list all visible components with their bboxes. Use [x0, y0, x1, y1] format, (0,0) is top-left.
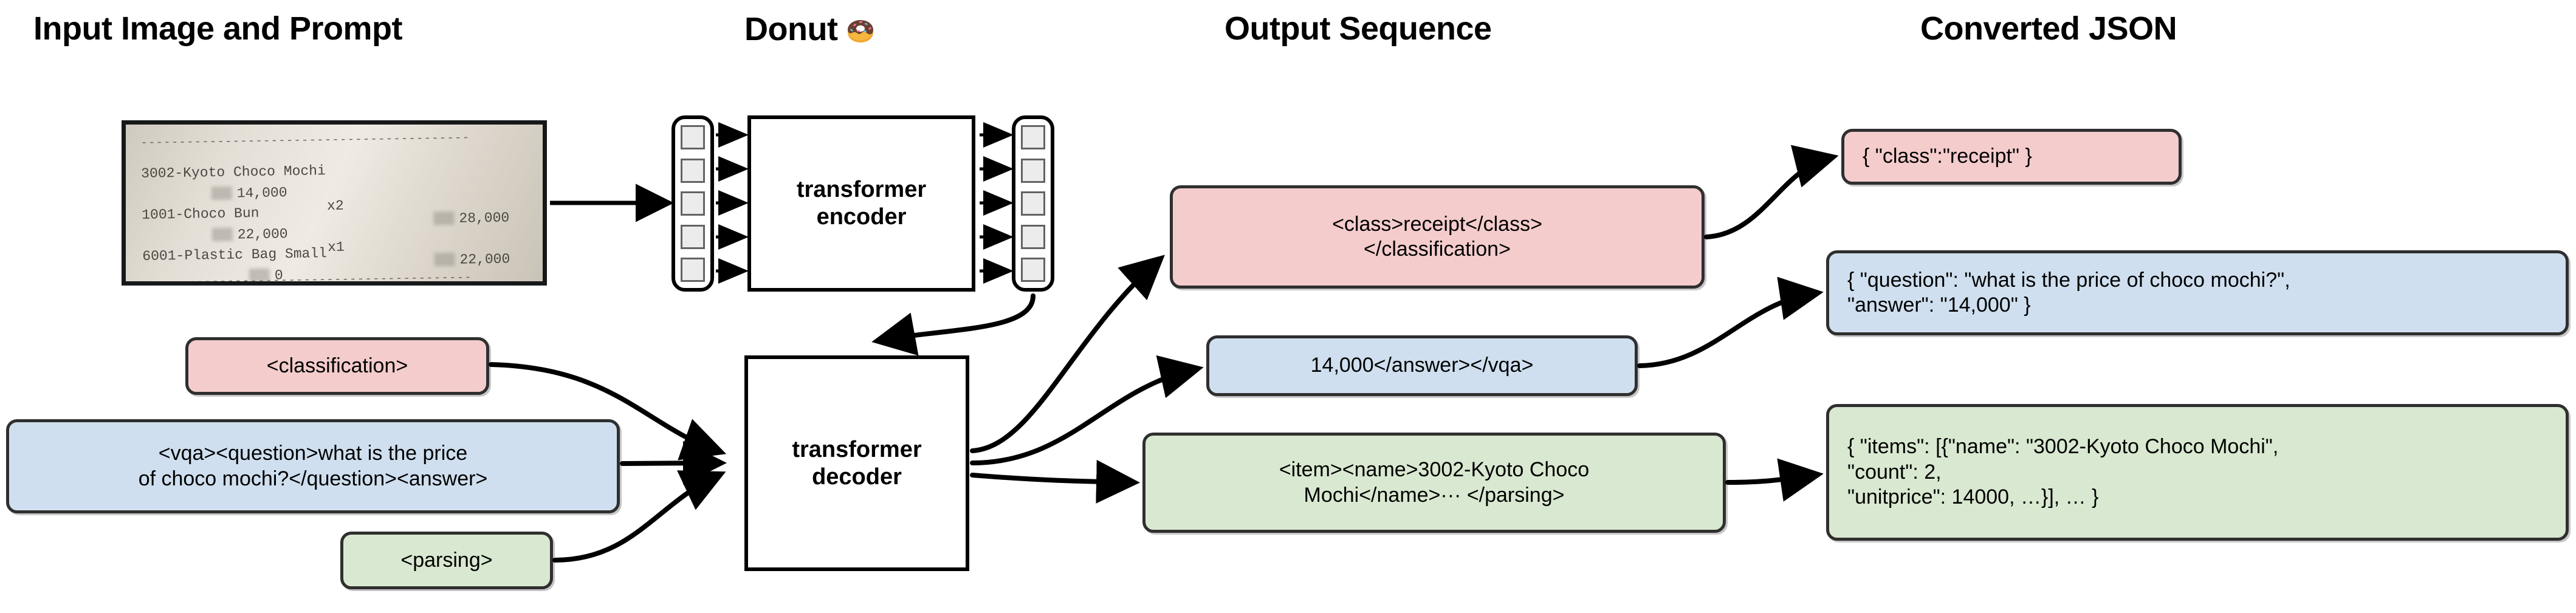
patch-token-icon — [681, 224, 705, 249]
patch-token-icon — [681, 258, 705, 282]
json-box-vqa[interactable]: { "question": "what is the price of choc… — [1826, 250, 2569, 335]
output-box-classification[interactable]: <class>receipt</class> </classification> — [1170, 185, 1705, 289]
arrow-vqa-output-to-json — [1637, 276, 1824, 368]
json-box-parsing[interactable]: { "items": [{"name": "3002-Kyoto Choco M… — [1826, 404, 2569, 541]
column-title-json: Converted JSON — [1920, 10, 2177, 47]
transformer-encoder-box: transformer encoder — [747, 115, 975, 292]
encoder-input-token-stack — [671, 115, 714, 292]
receipt-line-qty: x1 — [328, 282, 345, 286]
column-title-output: Output Sequence — [1224, 10, 1492, 47]
embedding-token-icon — [1021, 125, 1045, 149]
output-box-parsing[interactable]: <item><name>3002-Kyoto Choco Mochi</name… — [1142, 433, 1726, 533]
embedding-token-icon — [1021, 158, 1045, 183]
encoder-output-token-stack — [1012, 115, 1054, 292]
output-box-vqa[interactable]: 14,000</answer></vqa> — [1206, 335, 1638, 396]
arrow-vqa-prompt-to-decoder — [620, 441, 727, 485]
embedding-token-icon — [1021, 224, 1045, 249]
prompt-box-parsing[interactable]: <parsing> — [340, 532, 553, 589]
transformer-decoder-box: transformer decoder — [744, 355, 969, 571]
patch-token-icon — [681, 125, 705, 149]
column-title-input: Input Image and Prompt — [33, 10, 403, 47]
prompt-box-classification[interactable]: <classification> — [185, 337, 489, 395]
arrow-decoder-to-parsing-output — [970, 459, 1140, 504]
receipt-content: ----------------------------------------… — [126, 125, 543, 286]
arrow-classification-output-to-json — [1704, 145, 1839, 239]
receipt-line-unitprice: 0 — [249, 268, 283, 281]
arrow-encoder-to-decoder — [871, 293, 1036, 356]
patch-token-icon — [681, 158, 705, 183]
redaction-blob-icon — [249, 269, 270, 281]
donut-icon — [845, 12, 876, 49]
arrow-parsing-output-to-json — [1725, 458, 1824, 502]
model-title-text: Donut — [744, 11, 838, 47]
embedding-token-icon — [1021, 191, 1045, 216]
patch-token-icon — [681, 191, 705, 216]
prompt-box-vqa[interactable]: <vqa><question>what is the price of choc… — [6, 419, 620, 513]
column-title-model: Donut — [744, 12, 876, 49]
embedding-token-icon — [1021, 258, 1045, 282]
arrow-decoder-to-classification-output — [970, 255, 1165, 453]
input-receipt-image: ----------------------------------------… — [122, 120, 547, 286]
json-box-classification[interactable]: { "class":"receipt" } — [1841, 129, 2182, 185]
